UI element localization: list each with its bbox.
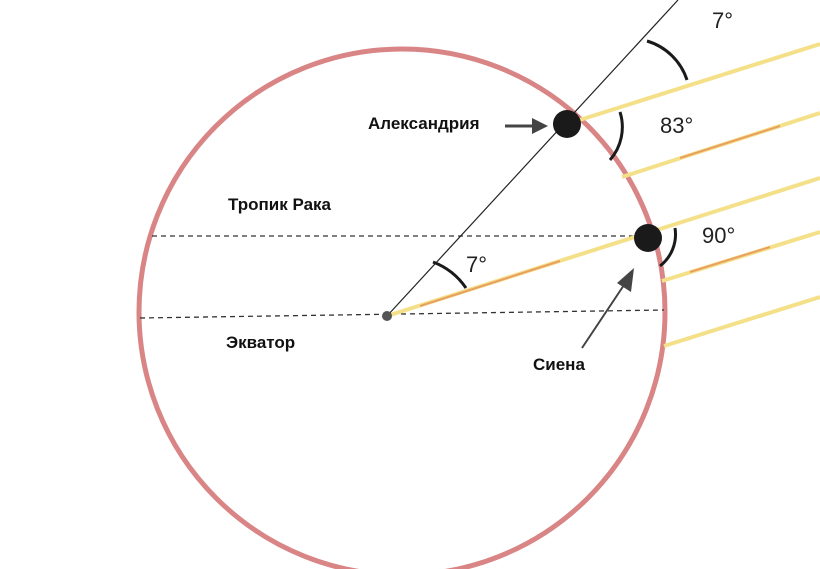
sun-rays (386, 42, 820, 348)
alexandria-label: Александрия (368, 114, 480, 133)
angle-label-alexandria: 83° (660, 113, 693, 138)
equator-label: Экватор (226, 333, 295, 352)
angle-arc-top (646, 39, 689, 81)
sun-ray-4-accent (689, 246, 771, 273)
earth-center-dot (382, 311, 392, 321)
syene-dot (634, 224, 662, 252)
angle-label-syene: 90° (702, 223, 735, 248)
sun-ray-syene-accent (419, 260, 561, 307)
earth-circle (136, 46, 668, 569)
angle-label-top: 7° (712, 8, 733, 33)
angle-arc-center (432, 260, 468, 289)
angle-label-center: 7° (466, 252, 487, 277)
sun-ray-5 (663, 295, 820, 348)
sun-ray-2-accent (679, 125, 781, 159)
alexandria-arrow (505, 118, 548, 134)
syene-label: Сиена (533, 355, 585, 374)
angle-arc-syene (659, 227, 677, 268)
alexandria-dot (553, 110, 581, 138)
sun-ray-alexandria (566, 42, 820, 126)
angle-arc-alexandria (608, 111, 624, 161)
equator-line (139, 309, 665, 319)
tropic-of-cancer-label: Тропик Рака (228, 195, 332, 214)
syene-arrow (581, 268, 634, 349)
